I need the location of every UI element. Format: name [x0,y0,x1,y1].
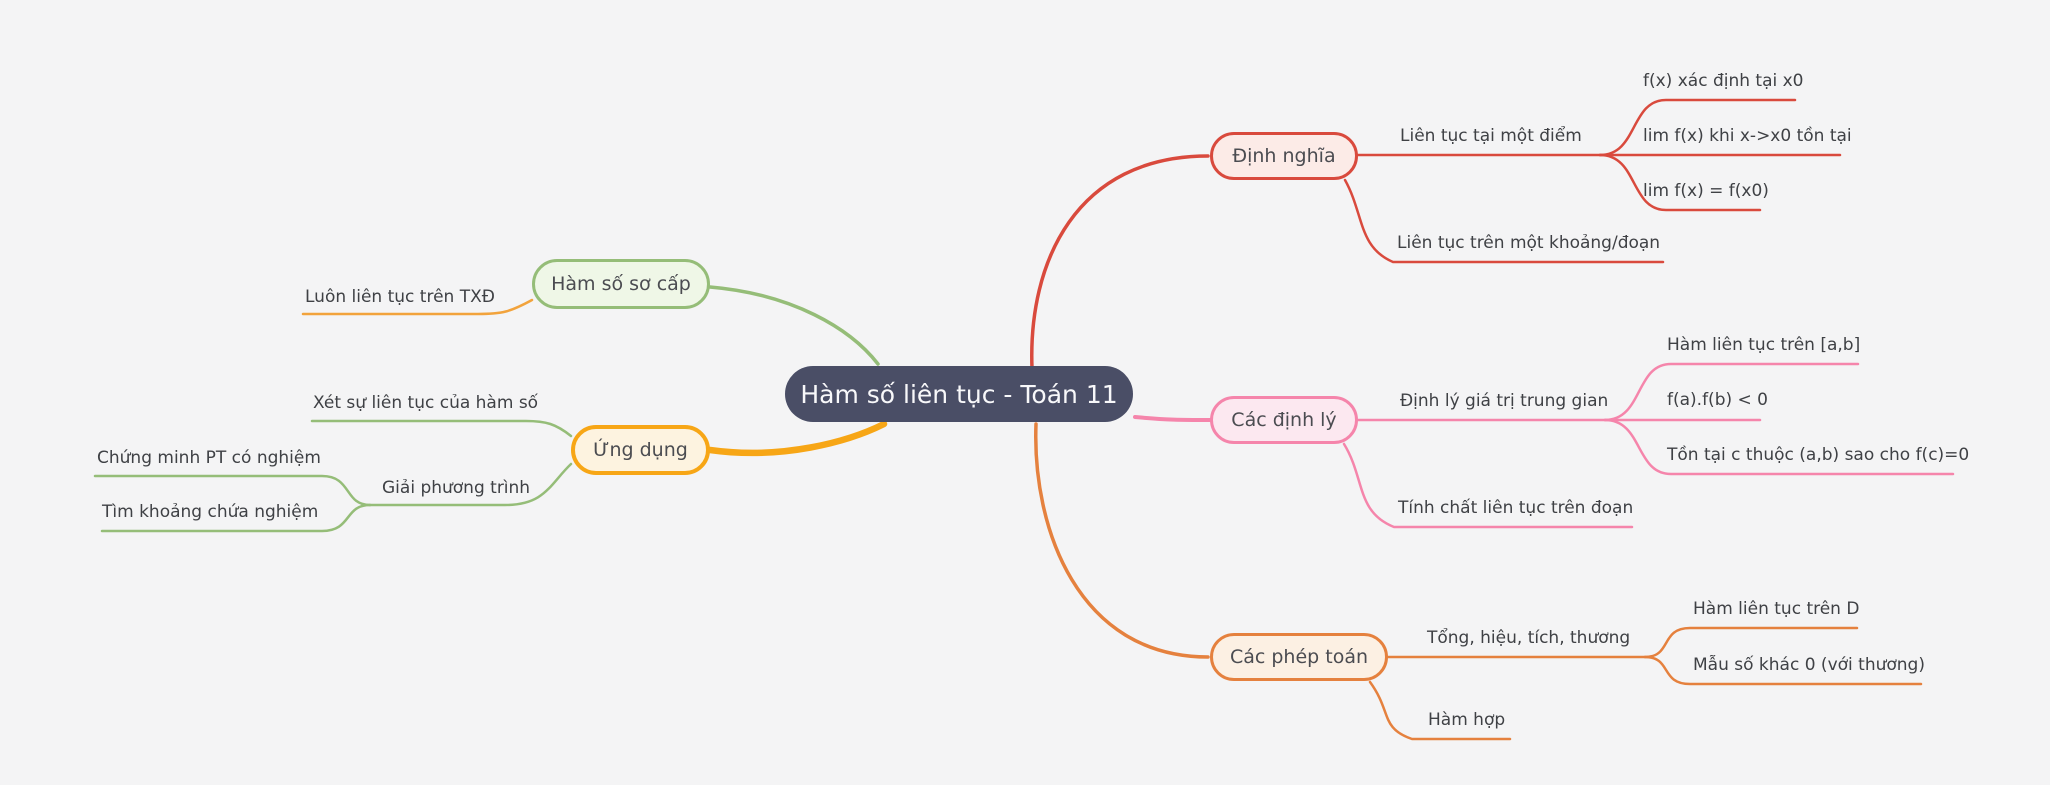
branch-node-cac-phep-toan[interactable]: Các phép toán [1210,633,1388,681]
topic-fx-xac-dinh[interactable]: f(x) xác định tại x0 [1643,71,1804,91]
topic-lim-bang[interactable]: lim f(x) = f(x0) [1643,181,1769,201]
topic-lim-ton-tai[interactable]: lim f(x) khi x->x0 tồn tại [1643,126,1852,146]
topic-tinh-chat[interactable]: Tính chất liên tục trên đoạn [1398,498,1634,518]
branch-node-ham-so-so-cap[interactable]: Hàm số sơ cấp [532,259,710,309]
topic-xet-su[interactable]: Xét sự liên tục của hàm số [313,393,539,413]
topic-chung-minh[interactable]: Chứng minh PT có nghiệm [97,448,321,468]
connector-main-ung-dung [706,420,888,457]
topic-giai-pt[interactable]: Giải phương trình [382,478,531,498]
topic-luon-lien-tuc[interactable]: Luôn liên tục trên TXĐ [305,287,495,307]
connector-xet-su [310,419,573,438]
connector-main-cac-dinh-ly [1133,415,1212,422]
connector-main-ham-so-so-cap [708,285,880,366]
topic-lien-tuc-khoang-doan[interactable]: Liên tục trên một khoảng/đoạn [1397,233,1661,253]
branch-node-dinh-nghia[interactable]: Định nghĩa [1210,132,1358,180]
topic-tong-hieu[interactable]: Tổng, hiệu, tích, thương [1427,628,1631,648]
topic-dinh-ly-gia-tri[interactable]: Định lý giá trị trung gian [1400,391,1609,411]
topic-ham-lien-tuc-d[interactable]: Hàm liên tục trên D [1693,599,1860,619]
topic-ton-tai-c[interactable]: Tồn tại c thuộc (a,b) sao cho f(c)=0 [1667,445,1970,465]
branch-node-cac-dinh-ly[interactable]: Các định lý [1210,396,1358,444]
topic-ham-lien-tuc-ab[interactable]: Hàm liên tục trên [a,b] [1667,335,1861,355]
connector-main-dinh-nghia [1030,154,1210,370]
topic-mau-so[interactable]: Mẫu số khác 0 (với thương) [1693,655,1925,675]
branch-node-ung-dung[interactable]: Ứng dụng [571,425,710,475]
central-topic[interactable]: Hàm số liên tục - Toán 11 [785,366,1133,422]
topic-fafb[interactable]: f(a).f(b) < 0 [1667,390,1768,410]
topic-tim-khoang[interactable]: Tìm khoảng chứa nghiệm [102,502,319,522]
topic-ham-hop[interactable]: Hàm hợp [1428,710,1506,730]
connector-main-cac-phep-toan [1034,422,1210,659]
topic-lien-tuc-tai-mot-diem[interactable]: Liên tục tại một điểm [1400,126,1582,146]
